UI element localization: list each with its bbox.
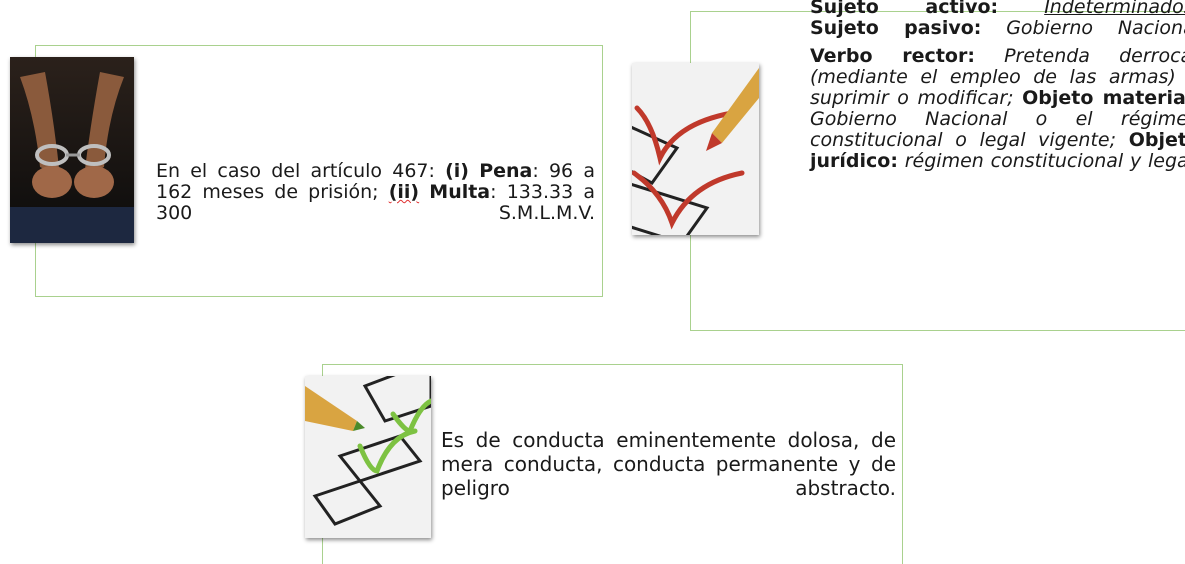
label-multa: Multa	[429, 181, 491, 203]
verbo-label: Verbo rector:	[810, 45, 975, 67]
elements-text: Sujeto activo: Indeterminados; Sujeto pa…	[810, 0, 1185, 172]
sujeto-pasivo-value: Gobierno Nacional	[1006, 17, 1185, 39]
conduct-text: Es de conducta eminentemente dolosa, de …	[441, 428, 896, 500]
green-checklist-photo	[305, 376, 431, 538]
green-check-icon	[305, 376, 431, 538]
penalty-intro: En el caso del artículo 467:	[156, 160, 446, 182]
multa-value: 133.33 a 300 S.M.L.M.V.	[156, 181, 595, 224]
label-ii: (ii)	[388, 181, 420, 203]
colon-pena: :	[532, 160, 539, 182]
objeto-material-value: Gobierno Nacional o el régimen constituc…	[810, 108, 1185, 151]
sujeto-pasivo-label: Sujeto pasivo:	[810, 17, 982, 39]
label-pena: Pena	[479, 160, 533, 182]
handcuffs-icon	[10, 57, 134, 243]
verbo-value: Pretenda derrocar (mediante el empleo de…	[810, 45, 1185, 109]
verbo-block: Verbo rector: Pretenda derrocar (mediant…	[810, 46, 1185, 172]
sujeto-activo-value: Indeterminados;	[1044, 0, 1185, 18]
pena-value: 96 a 162 meses de prisión;	[156, 160, 595, 203]
red-checklist-photo	[632, 63, 759, 235]
colon-multa: :	[490, 181, 497, 203]
penalty-text: En el caso del artículo 467: (i) Pena: 9…	[156, 161, 595, 224]
objeto-juridico-value: régimen constitucional y legal.	[904, 150, 1185, 172]
objeto-juridico-label: Objeto jurídico:	[810, 129, 1185, 172]
red-check-icon	[632, 63, 759, 235]
objeto-material-label: Objeto material:	[1022, 87, 1185, 109]
sujeto-block: Sujeto activo: Indeterminados; Sujeto pa…	[810, 0, 1185, 39]
sujeto-activo-label: Sujeto activo:	[810, 0, 999, 18]
conduct-description: Es de conducta eminentemente dolosa, de …	[441, 428, 896, 500]
handcuffs-photo	[10, 57, 134, 243]
label-i: (i)	[445, 160, 469, 182]
sujeto-pasivo-line: Sujeto pasivo: Gobierno Nacional	[810, 17, 1185, 39]
